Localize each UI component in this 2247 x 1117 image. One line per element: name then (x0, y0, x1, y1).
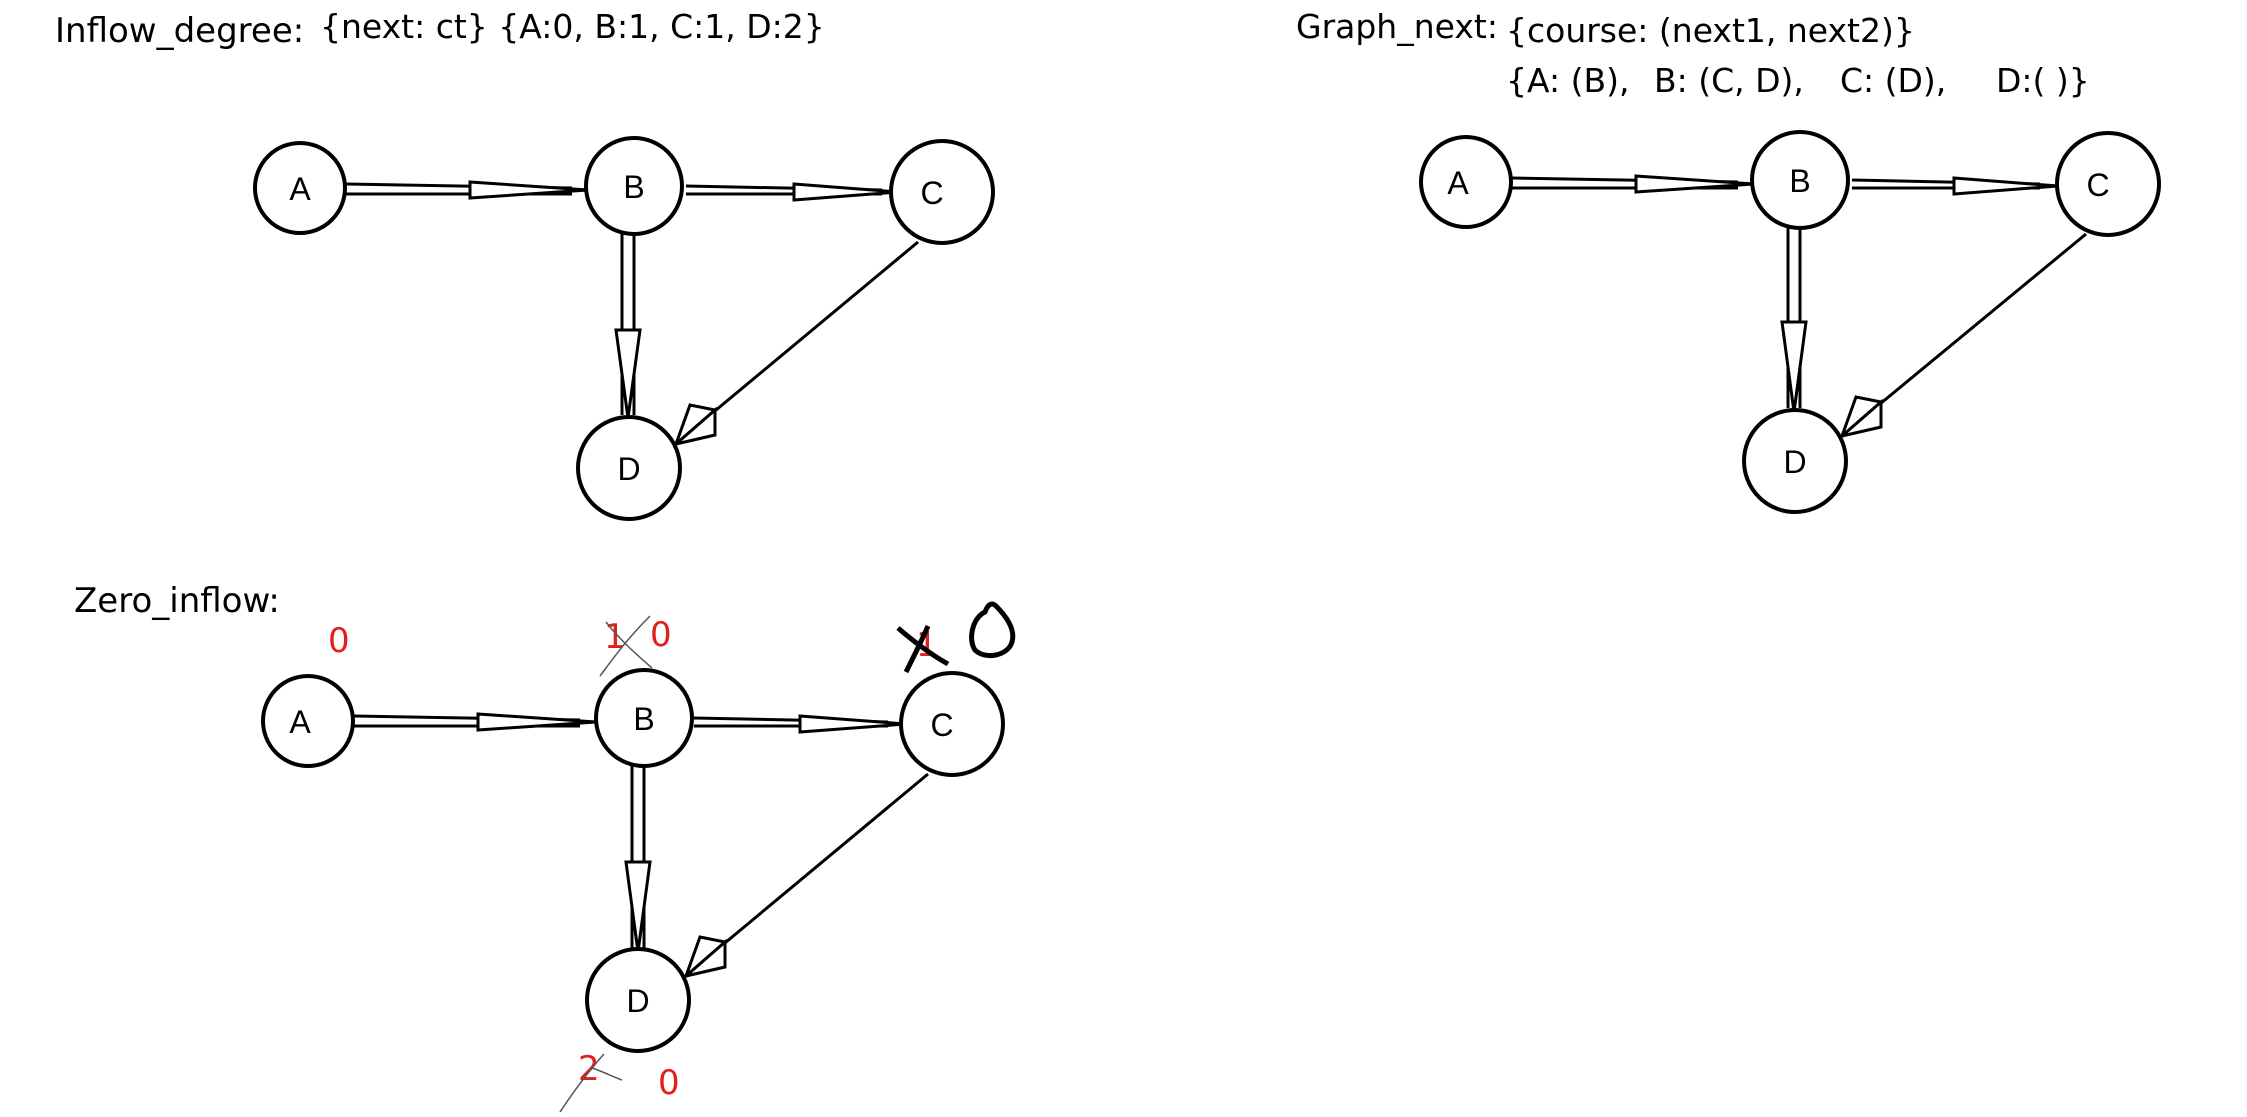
strike-mark (559, 1053, 605, 1113)
graph-next-panel: Graph_next: {course: (next1, next2)} {A:… (1296, 7, 2161, 514)
node-d: D (1742, 408, 1848, 514)
inflow-formula: {next: ct} {A:0, B:1, C:1, D:2} (320, 7, 825, 46)
node-b: B (594, 668, 694, 768)
node-d-label: D (1783, 444, 1806, 480)
edge-c-d (672, 240, 919, 449)
node-a-label: A (1447, 165, 1469, 201)
edge-b-c (693, 714, 907, 734)
node-c-label: C (2086, 167, 2109, 203)
strike-mark (896, 626, 950, 667)
annotation-a: 0 (328, 621, 350, 661)
annotation-d-new: 0 (658, 1063, 680, 1103)
node-b: B (584, 136, 684, 236)
edge-a-b (1511, 174, 1755, 194)
graph-title: Graph_next: (1296, 7, 1498, 46)
edge-a-b (345, 180, 589, 200)
graph-formula-a: {A: (B), (1506, 61, 1629, 100)
zero-inflow-panel: Zero_inflow: A B (74, 581, 1016, 1113)
edge-c-d (682, 772, 929, 981)
node-d-label: D (626, 983, 649, 1019)
graph-formula-c: C: (D), (1840, 61, 1946, 100)
node-b-label: B (623, 169, 644, 205)
annotation-d: 2 0 (559, 1049, 680, 1113)
node-a: A (1419, 135, 1513, 229)
edge-a-b (353, 712, 597, 732)
node-a: A (253, 141, 347, 235)
edge-b-c (685, 182, 899, 202)
node-a-label: A (289, 704, 311, 740)
annotation-b: 1 0 (599, 615, 672, 677)
node-b: B (1750, 130, 1850, 230)
edge-b-d (1780, 228, 1808, 413)
graph-formula-line1: {course: (next1, next2)} (1506, 11, 1915, 50)
edge-b-c (1851, 176, 2059, 196)
handwritten-zero (969, 601, 1016, 659)
zero-title: Zero_inflow: (74, 581, 280, 621)
graph-formula-b: B: (C, D), (1654, 61, 1804, 100)
edge-c-d (1838, 232, 2087, 441)
annotation-c: 1 (896, 601, 1016, 674)
node-c: C (889, 139, 995, 245)
edge-b-d (614, 234, 642, 419)
edge-b-d (624, 766, 652, 953)
node-c: C (899, 671, 1005, 777)
strike-mark (591, 1067, 623, 1081)
strike-mark (605, 621, 653, 669)
inflow-title: Inflow_degree: (55, 11, 304, 51)
node-c-label: C (920, 175, 943, 211)
node-a-label: A (289, 171, 311, 207)
annotation-a-count: 0 (328, 621, 350, 661)
node-d-label: D (617, 451, 640, 487)
node-c-label: C (930, 707, 953, 743)
annotation-b-new: 0 (650, 615, 672, 655)
strike-mark (903, 625, 931, 674)
node-c: C (2055, 131, 2161, 237)
node-b-label: B (633, 701, 654, 737)
node-d: D (585, 947, 691, 1053)
node-b-label: B (1789, 163, 1810, 199)
graph-formula-d: D:( )} (1996, 61, 2090, 100)
strike-mark (599, 615, 651, 677)
node-d: D (576, 415, 682, 521)
node-a: A (261, 674, 355, 768)
inflow-degree-panel: Inflow_degree: {next: ct} {A:0, B:1, C:1… (55, 7, 995, 521)
